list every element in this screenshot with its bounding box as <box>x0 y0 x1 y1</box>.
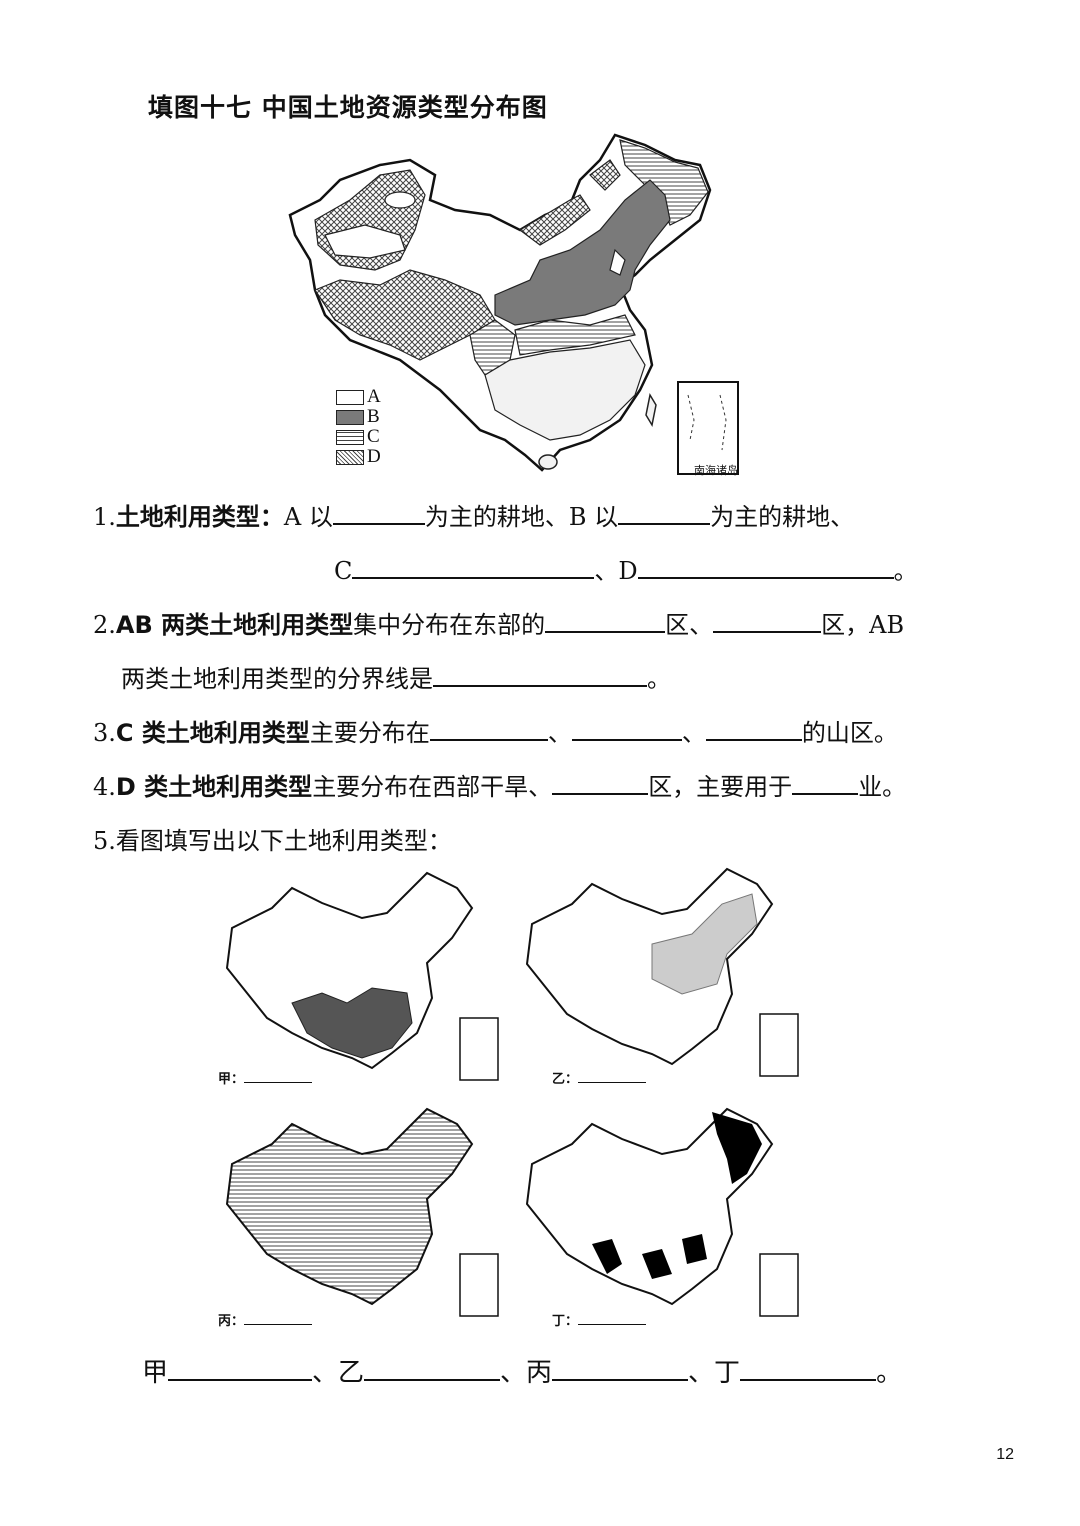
small-map-label-jia: 甲： <box>218 1068 313 1087</box>
answer-blank-bing[interactable] <box>552 1357 689 1381</box>
q3-blank-b[interactable] <box>571 717 682 741</box>
legend-b: B <box>336 406 380 428</box>
question-2-line2: 两类土地利用类型的分界线是。 <box>121 663 671 693</box>
question-5: 5.看图填写出以下土地利用类型： <box>93 827 452 855</box>
q2-blank-c[interactable] <box>433 663 647 687</box>
region-c-central <box>514 314 636 356</box>
small-map-label-ding: 丁： <box>552 1310 647 1329</box>
q1-blank-d[interactable] <box>637 555 894 579</box>
answer-blank-ding[interactable] <box>740 1357 877 1381</box>
hainan-island <box>538 454 558 470</box>
small-blank-yi[interactable] <box>578 1070 647 1083</box>
south-sea-inset <box>677 381 739 475</box>
basin-white <box>324 224 406 259</box>
q4-blank-a[interactable] <box>552 771 649 795</box>
legend-swatch-d <box>336 450 364 466</box>
q3-blank-c[interactable] <box>705 717 802 741</box>
page-number: 12 <box>996 1446 1014 1463</box>
legend-a: A <box>336 386 381 408</box>
region-d-northeast <box>589 159 621 191</box>
inset-label: 南海诸岛 <box>694 464 738 477</box>
legend-d: D <box>336 446 381 468</box>
q1-blank-a[interactable] <box>332 501 425 525</box>
legend-swatch-a <box>336 390 364 406</box>
page-title: 填图十七 中国土地资源类型分布图 <box>148 93 548 122</box>
legend-swatch-c <box>336 430 364 446</box>
small-map-jia <box>225 871 499 1081</box>
region-d-inner <box>518 194 591 246</box>
q2-blank-b[interactable] <box>713 609 822 633</box>
small-map-label-bing: 丙： <box>218 1310 313 1329</box>
q4-blank-b[interactable] <box>792 771 859 795</box>
main-land-map <box>288 133 739 475</box>
taiwan-island <box>645 392 657 428</box>
small-blank-ding[interactable] <box>578 1312 647 1325</box>
q1-blank-c[interactable] <box>352 555 595 579</box>
q3-blank-a[interactable] <box>429 717 548 741</box>
q2-blank-a[interactable] <box>545 609 666 633</box>
small-map-label-yi: 乙： <box>552 1068 647 1087</box>
question-4: 4.D 类土地利用类型主要分布在西部干旱、区，主要用于业。 <box>93 771 907 801</box>
small-map-bing <box>225 1107 499 1317</box>
legend-c: C <box>336 426 380 448</box>
q1-blank-b[interactable] <box>618 501 711 525</box>
answer-line: 甲、乙、丙、丁。 <box>142 1357 903 1388</box>
small-map-ding <box>525 1107 799 1317</box>
small-blank-bing[interactable] <box>244 1312 313 1325</box>
small-blank-jia[interactable] <box>244 1070 313 1083</box>
region-c-northeast <box>619 139 709 226</box>
question-1: 1.土地利用类型：A 以为主的耕地、B 以为主的耕地、 <box>93 501 855 531</box>
question-3: 3.C 类土地利用类型主要分布在、、的山区。 <box>93 717 898 747</box>
small-map-yi <box>525 867 799 1077</box>
answer-blank-yi[interactable] <box>364 1357 501 1381</box>
region-b <box>494 179 671 326</box>
answer-blank-jia[interactable] <box>168 1357 313 1381</box>
question-2: 2.AB 两类土地利用类型集中分布在东部的区、区，AB <box>93 609 905 639</box>
question-1-line2: C、D。 <box>334 555 918 585</box>
region-a <box>484 339 646 441</box>
legend-swatch-b <box>336 410 364 426</box>
